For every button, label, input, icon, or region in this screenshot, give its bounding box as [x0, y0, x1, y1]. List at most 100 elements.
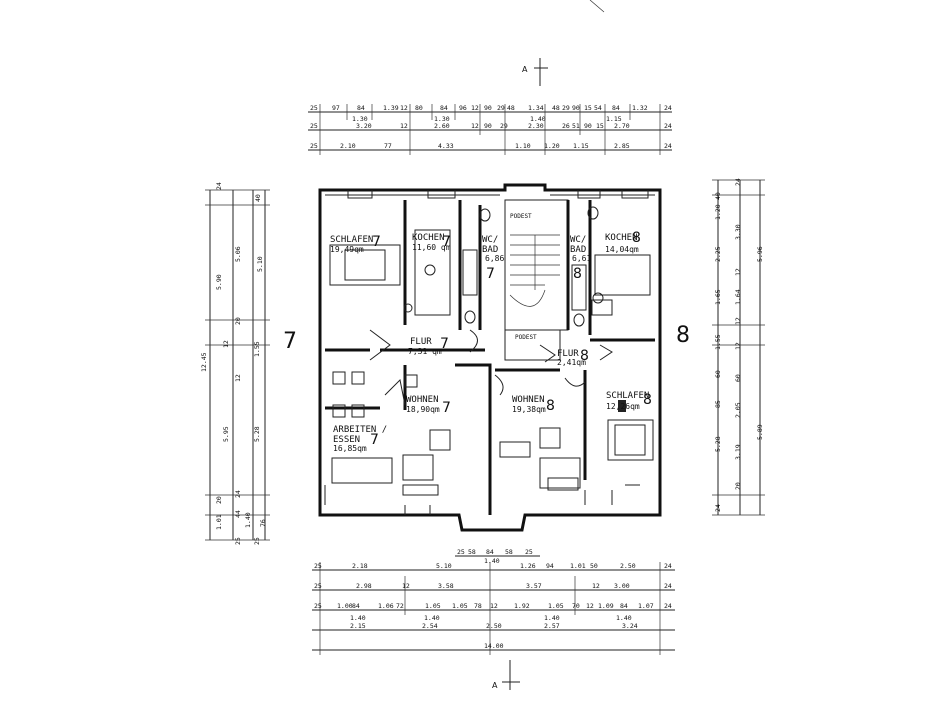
- svg-text:5.28: 5.28: [253, 426, 261, 442]
- svg-text:2.50: 2.50: [620, 562, 636, 570]
- svg-text:12: 12: [400, 122, 408, 130]
- room-flur-7: FLUR 7,31 qm 7: [408, 336, 449, 356]
- svg-text:12: 12: [592, 582, 600, 590]
- svg-text:76: 76: [259, 519, 267, 527]
- room-area: 19,49qm: [330, 245, 364, 254]
- svg-text:1.05: 1.05: [548, 602, 564, 610]
- unit-number: 7: [370, 432, 379, 448]
- svg-text:5.06: 5.06: [234, 246, 242, 262]
- svg-text:12: 12: [734, 317, 742, 325]
- dimension-chain-left: 24 40 5.06 5.10 5.90 20 12 1.55 12.45 12…: [200, 182, 270, 545]
- svg-text:80: 80: [415, 104, 423, 112]
- unit-number: 8: [546, 398, 555, 414]
- svg-text:58: 58: [505, 548, 513, 556]
- svg-text:40: 40: [714, 192, 722, 200]
- svg-text:1.20: 1.20: [714, 204, 722, 220]
- room-kochen-7: KOCHEN 11,60 qm 7: [412, 233, 451, 252]
- svg-text:90: 90: [584, 122, 592, 130]
- svg-text:48: 48: [552, 104, 560, 112]
- room-area: 2,41qm: [557, 358, 586, 367]
- room-name: SCHLAFEN: [330, 235, 373, 245]
- svg-text:3.24: 3.24: [622, 622, 638, 630]
- svg-text:1.01: 1.01: [215, 514, 223, 530]
- room-area: 16,85qm: [333, 444, 367, 453]
- unit-number: 8: [580, 348, 589, 364]
- unit-number: 7: [486, 266, 495, 282]
- svg-text:97: 97: [332, 104, 340, 112]
- svg-text:1.05: 1.05: [452, 602, 468, 610]
- room-name-2: ESSEN: [333, 435, 360, 445]
- room-area: 6,86: [485, 254, 504, 263]
- svg-text:5.89: 5.89: [756, 424, 764, 440]
- svg-text:1.40: 1.40: [484, 557, 500, 565]
- room-name-2: BAD: [482, 245, 498, 255]
- podest-label-bottom: PODEST: [515, 334, 537, 341]
- dimension-chain-bottom: 25 58 84 58 25 1.40 25 2.18 5.10 1.26 94…: [312, 548, 675, 655]
- svg-text:25: 25: [310, 122, 318, 130]
- svg-text:94: 94: [546, 562, 554, 570]
- svg-text:12: 12: [586, 602, 594, 610]
- svg-text:84: 84: [486, 548, 494, 556]
- svg-text:1.15: 1.15: [606, 115, 622, 123]
- svg-text:84: 84: [440, 104, 448, 112]
- svg-text:1.10: 1.10: [515, 142, 531, 150]
- room-kochen-8: KOCHEN 14,04qm 8: [605, 230, 641, 254]
- svg-text:1.40: 1.40: [350, 614, 366, 622]
- room-name: FLUR: [557, 349, 579, 359]
- room-wohnen-8: WOHNEN 19,38qm 8: [512, 395, 555, 414]
- svg-text:1.06: 1.06: [378, 602, 394, 610]
- svg-text:3.19: 3.19: [734, 444, 742, 460]
- svg-text:26: 26: [562, 122, 570, 130]
- svg-text:29: 29: [497, 104, 505, 112]
- svg-text:1.55: 1.55: [714, 334, 722, 350]
- svg-text:1.40: 1.40: [616, 614, 632, 622]
- svg-text:85: 85: [714, 400, 722, 408]
- svg-text:12: 12: [471, 104, 479, 112]
- svg-text:1.40: 1.40: [424, 614, 440, 622]
- svg-text:84: 84: [352, 602, 360, 610]
- svg-text:58: 58: [468, 548, 476, 556]
- svg-text:12.45: 12.45: [200, 352, 208, 372]
- dimension-chain-right: 24 40 1.20 3.30 2.25 5.96 12 1.65 1.64 1…: [712, 178, 765, 516]
- building-walls: [318, 183, 662, 532]
- svg-text:1.15: 1.15: [573, 142, 589, 150]
- svg-text:2.25: 2.25: [714, 246, 722, 262]
- svg-text:2.85: 2.85: [614, 142, 630, 150]
- svg-text:1.09: 1.09: [598, 602, 614, 610]
- room-wc-bad-7: WC/ BAD 6,86 7: [482, 235, 504, 282]
- svg-text:48: 48: [507, 104, 515, 112]
- svg-text:1.05: 1.05: [425, 602, 441, 610]
- svg-text:25: 25: [314, 582, 322, 590]
- svg-text:1.01: 1.01: [570, 562, 586, 570]
- svg-text:12: 12: [400, 104, 408, 112]
- svg-text:24: 24: [714, 504, 722, 512]
- room-name-2: BAD: [570, 245, 586, 255]
- svg-text:3.57: 3.57: [526, 582, 542, 590]
- svg-text:2.57: 2.57: [544, 622, 560, 630]
- section-mark-top: A: [522, 58, 548, 86]
- svg-text:20: 20: [234, 317, 242, 325]
- svg-text:24: 24: [215, 182, 223, 190]
- unit-label-left: 7: [283, 329, 297, 354]
- svg-text:2.05: 2.05: [734, 402, 742, 418]
- unit-label-right: 8: [676, 323, 690, 348]
- svg-text:78: 78: [474, 602, 482, 610]
- room-name: FLUR: [410, 337, 432, 347]
- room-name: KOCHEN: [605, 233, 638, 243]
- svg-text:20: 20: [734, 482, 742, 490]
- unit-number: 8: [643, 392, 652, 408]
- svg-text:3.20: 3.20: [356, 122, 372, 130]
- svg-text:1.64: 1.64: [734, 289, 742, 305]
- svg-text:25: 25: [253, 537, 261, 545]
- unit-number: 7: [372, 234, 381, 250]
- svg-text:1.26: 1.26: [520, 562, 536, 570]
- room-area: 14,04qm: [605, 245, 639, 254]
- section-label-top: A: [522, 65, 528, 74]
- room-name: ARBEITEN /: [333, 425, 387, 435]
- svg-text:5.90: 5.90: [215, 274, 223, 290]
- svg-text:20: 20: [215, 496, 223, 504]
- room-area: 12,26qm: [606, 402, 640, 411]
- svg-text:25: 25: [314, 562, 322, 570]
- svg-text:12: 12: [734, 342, 742, 350]
